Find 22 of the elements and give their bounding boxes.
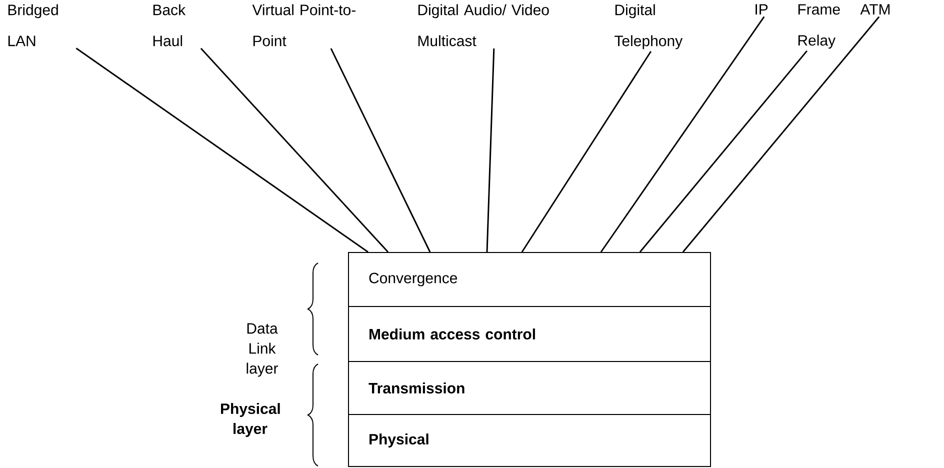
layer-box: Physical [348,414,711,467]
leader-line [639,50,808,252]
leader-line [600,16,765,252]
item-label: Back Haul [153,4,186,46]
item-label: Virtual Point-to-Point [252,4,356,46]
layer-box: Transmission [348,361,711,415]
layer-box: Medium access control [348,306,711,362]
item-label: IP [756,4,768,15]
leader-line [76,48,368,253]
layer-group-label: Physical layer [221,403,280,437]
item-label: ATM [860,4,890,15]
item-label: Bridged LAN [8,4,58,46]
item-label: Digital Telephony [614,4,683,50]
leader-line [200,48,389,252]
leader-line [330,48,431,252]
leader-line [682,16,880,252]
layer-group-label: Data Link layer [246,323,278,377]
leader-line [521,50,652,252]
item-label: Digital Audio/ Video Multicast [418,4,549,46]
layer-box: Convergence [348,252,711,307]
leader-line [486,48,495,252]
item-label: Frame Relay [798,4,840,49]
